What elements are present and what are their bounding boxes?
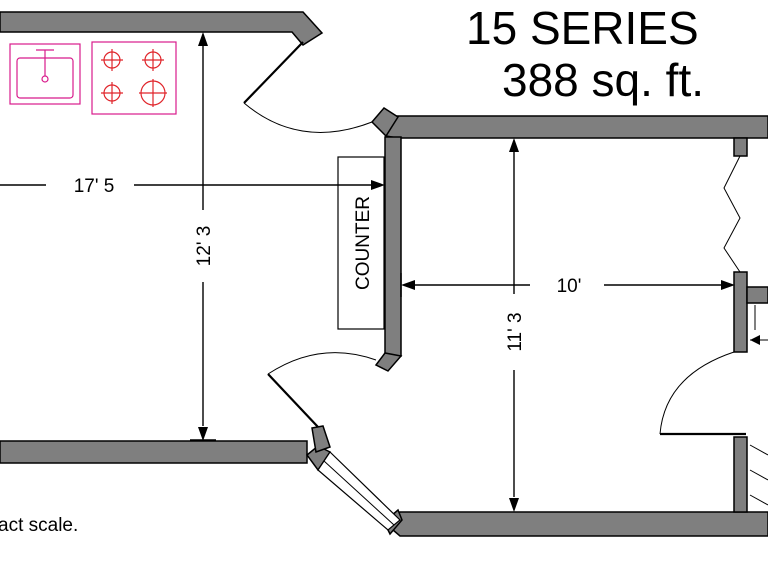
sink-fixture [9, 43, 81, 105]
living-width-label: 17' 5 [74, 176, 115, 197]
right-stair-lines [749, 305, 768, 506]
bifold-door [723, 155, 741, 273]
scale-footnote: act scale. [0, 515, 78, 536]
dimension-living-depth: 12' 3 [190, 32, 216, 441]
burner-icon [101, 49, 167, 107]
window [317, 451, 401, 531]
entry-door [243, 41, 373, 133]
series-title: 15 SERIES [466, 2, 699, 54]
bedroom-depth-label: 11' 3 [505, 312, 526, 351]
area-title: 388 sq. ft. [502, 54, 704, 106]
stove-fixture [91, 41, 177, 115]
living-depth-label: 12' 3 [194, 226, 215, 267]
bedroom-door [267, 352, 377, 428]
bedroom-width-label: 10' [557, 276, 582, 297]
counter-label: COUNTER [353, 196, 374, 290]
closet-door [659, 351, 746, 436]
dimension-bedroom-depth: 11' 3 [505, 138, 526, 512]
dimension-bedroom-width: 10' [400, 273, 735, 297]
dimension-living-width: 17' 5 [0, 176, 385, 197]
